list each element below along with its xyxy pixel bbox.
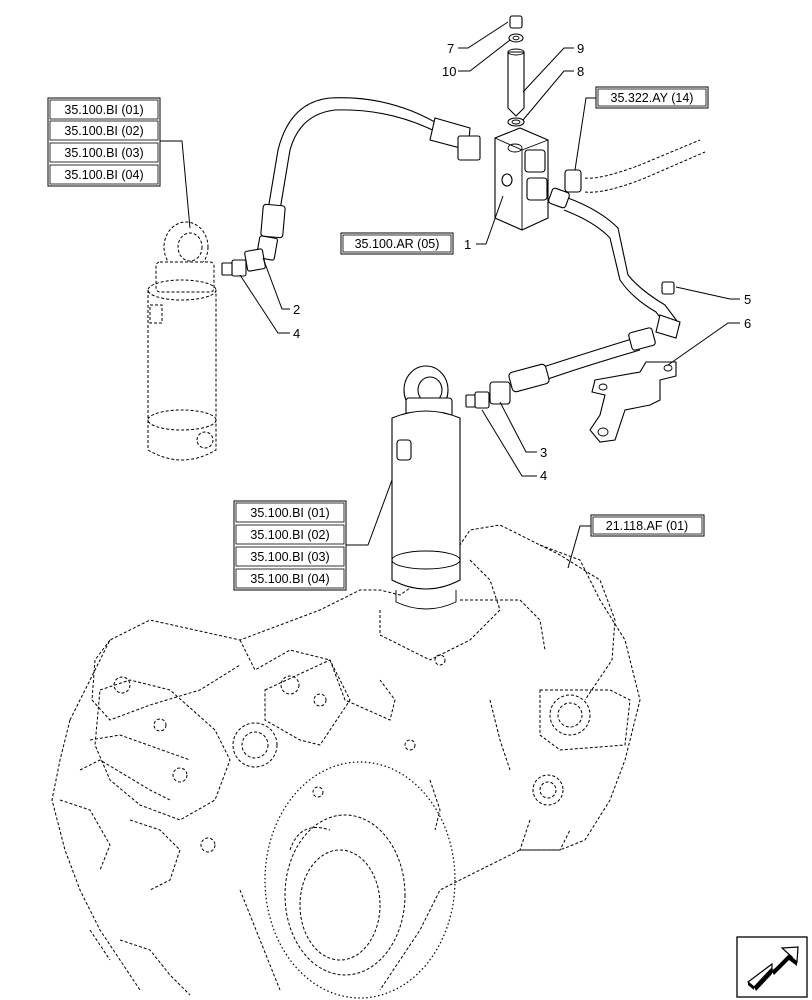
reference-label[interactable]: 21.118.AF (01) — [606, 519, 688, 533]
reference-label[interactable]: 35.100.BI (01) — [250, 506, 329, 520]
callout-8: 8 — [577, 64, 584, 79]
fittings-left — [221, 248, 266, 277]
callout-3: 3 — [540, 445, 547, 460]
valve-plug-parts — [507, 15, 525, 127]
callout-9: 9 — [577, 41, 584, 56]
transmission-housing — [51, 524, 641, 999]
callout-2: 2 — [293, 302, 300, 317]
valve-block — [494, 127, 549, 231]
callout-5: 5 — [744, 292, 751, 307]
callout-4: 4 — [293, 326, 300, 341]
reference-label[interactable]: 35.100.BI (02) — [250, 528, 329, 542]
callout-4: 4 — [540, 468, 547, 483]
reference-label[interactable]: 35.100.BI (01) — [64, 103, 143, 117]
left-cylinder-reference-group: 35.100.BI (01) 35.100.BI (02) 35.100.BI … — [47, 97, 191, 229]
reference-label[interactable]: 35.100.BI (04) — [64, 168, 143, 182]
callout-7: 7 — [447, 41, 454, 56]
reference-label[interactable]: 35.100.BI (02) — [64, 124, 143, 138]
reference-label[interactable]: 35.322.AY (14) — [611, 91, 694, 105]
reference-label[interactable]: 35.100.BI (03) — [64, 146, 143, 160]
callout-6: 6 — [744, 316, 751, 331]
center-hydraulic-cylinder — [391, 365, 461, 610]
hose-assembly-center — [465, 327, 656, 409]
rigid-pipe — [548, 139, 706, 339]
pipe-reference: 35.322.AY (14) — [574, 86, 709, 171]
reference-label[interactable]: 35.100.BI (03) — [250, 550, 329, 564]
valve-reference: 35.100.AR (05) — [340, 232, 454, 255]
callout-1: 1 — [464, 237, 471, 252]
mounting-bracket — [589, 281, 677, 443]
housing-reference: 21.118.AF (01) — [567, 514, 705, 569]
callouts: 1 2 4 3 4 5 6 7 10 9 8 — [239, 21, 751, 483]
callout-10: 10 — [442, 64, 456, 79]
reference-label[interactable]: 35.100.BI (04) — [250, 572, 329, 586]
center-cylinder-reference-group: 35.100.BI (01) 35.100.BI (02) 35.100.BI … — [233, 479, 393, 591]
left-hydraulic-cylinder — [147, 221, 217, 461]
next-page-arrow-icon[interactable] — [736, 936, 808, 998]
reference-label[interactable]: 35.100.AR (05) — [355, 237, 440, 251]
